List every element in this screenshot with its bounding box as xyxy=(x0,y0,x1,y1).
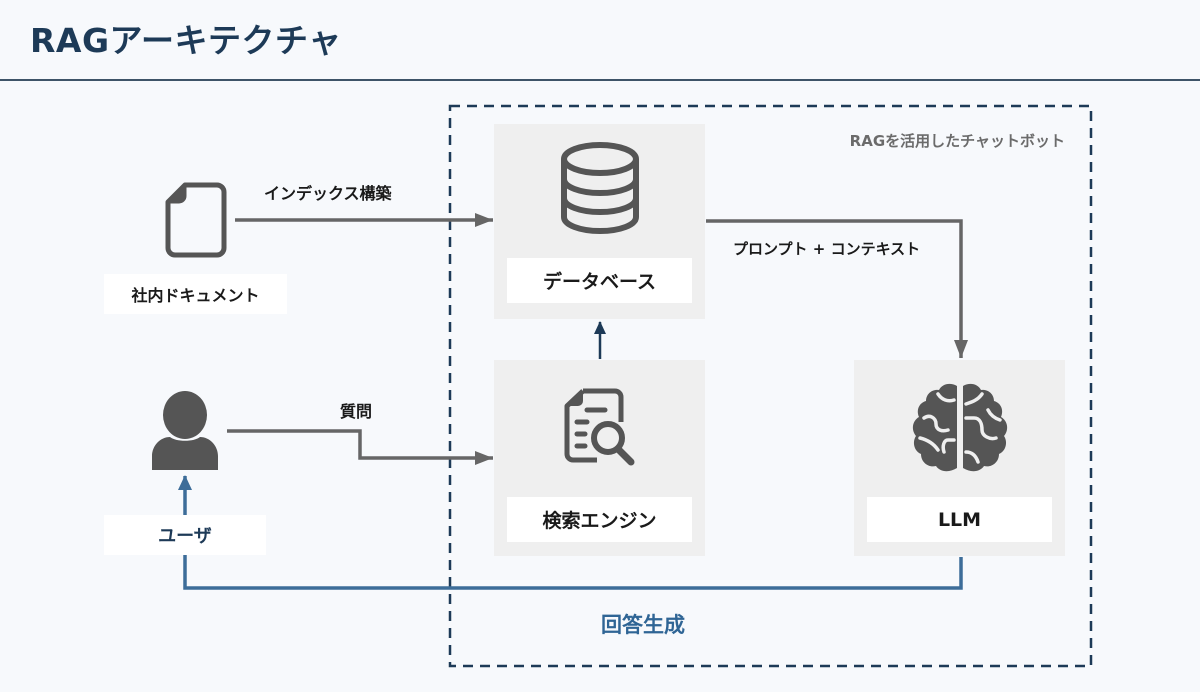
documents-label: 社内ドキュメント xyxy=(104,274,287,314)
document-search-icon xyxy=(564,388,635,466)
answer-line xyxy=(183,555,963,590)
question-arrow xyxy=(227,429,493,465)
page-title: RAGアーキテクチャ xyxy=(30,21,342,60)
question-label: 質問 xyxy=(340,402,373,421)
prompt-context-arrow xyxy=(706,219,968,358)
user-label: ユーザ xyxy=(104,515,266,555)
index-build-label: インデックス構築 xyxy=(264,184,392,203)
chatbot-group-caption: RAGを活用したチャットボット xyxy=(849,132,1065,150)
answer-generation-label: 回答生成 xyxy=(601,613,685,637)
search-engine-label: 検索エンジン xyxy=(507,497,692,542)
document-icon xyxy=(165,182,227,258)
user-icon xyxy=(152,391,218,470)
database-label: データベース xyxy=(507,258,692,303)
prompt-context-label: プロンプト + コンテキスト xyxy=(733,240,921,258)
chatbot-group-border xyxy=(448,104,1093,668)
brain-icon xyxy=(912,382,1008,474)
llm-label: LLM xyxy=(867,497,1052,542)
title-divider xyxy=(0,79,1200,81)
database-icon xyxy=(561,142,639,235)
